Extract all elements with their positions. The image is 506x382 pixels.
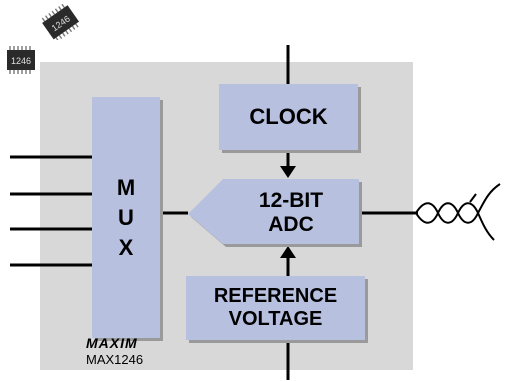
reference-voltage-block: REFERENCE VOLTAGE (186, 276, 365, 340)
reference-voltage-label: REFERENCE VOLTAGE (213, 285, 338, 330)
adc-block (188, 179, 362, 247)
chip-marking: 1246 (11, 56, 31, 66)
brand-logo: MAXIM (86, 335, 138, 351)
part-number: MAX1246 (86, 352, 144, 367)
twisted-pair-cable-icon (415, 183, 501, 241)
arrow-down-icon (280, 166, 296, 178)
chip-package-icon: 1246 (41, 4, 80, 40)
chip-package-icon: 1246 (7, 46, 35, 74)
arrow-up-icon (280, 246, 296, 258)
mux-label: M U X (116, 174, 136, 260)
clock-block: CLOCK (219, 84, 358, 150)
mux-block: M U X (92, 97, 160, 338)
adc-label: 12-BIT ADC (258, 189, 324, 236)
clock-label: CLOCK (249, 104, 328, 129)
